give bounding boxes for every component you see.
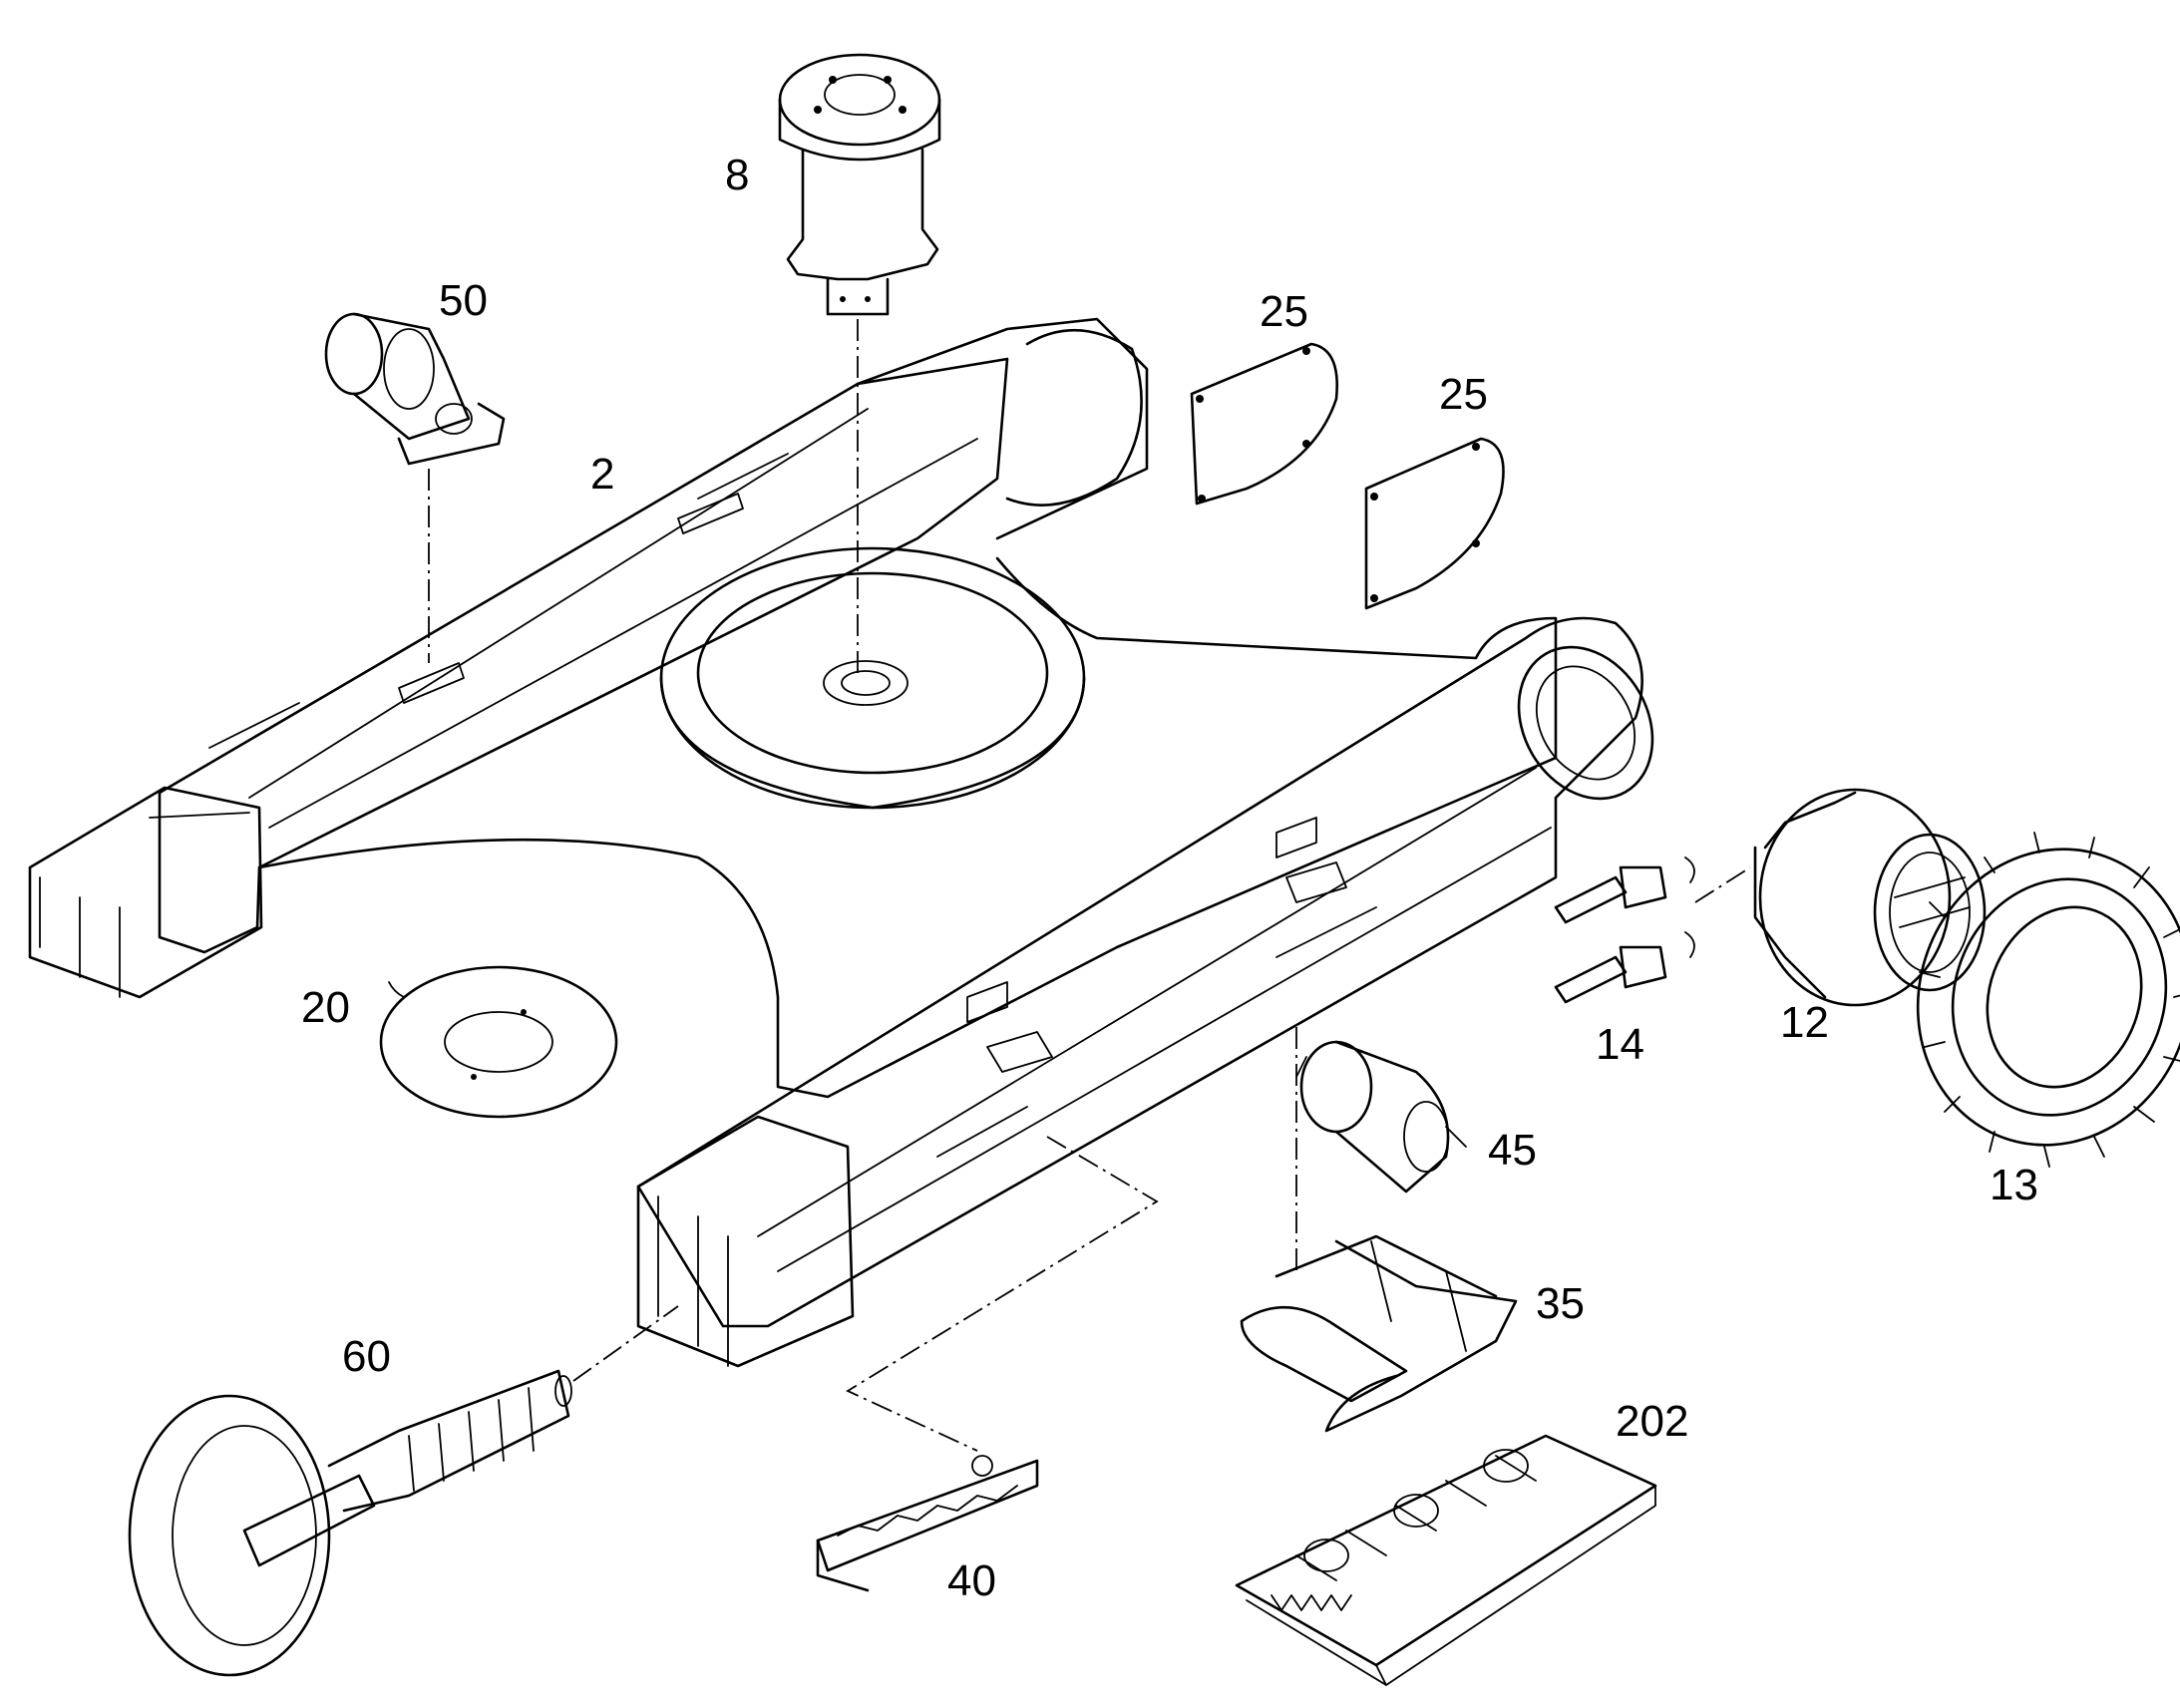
track-guard [1240, 1234, 1518, 1433]
carrier-roller [324, 312, 506, 466]
skid-plate [379, 965, 618, 1119]
track-chain [1235, 1434, 1657, 1686]
leader-line-60 [572, 1305, 679, 1382]
callout-20: 20 [301, 983, 350, 1032]
sprocket [1916, 832, 2180, 1168]
callout-40: 40 [947, 1556, 996, 1605]
callout-13: 13 [1990, 1161, 2038, 1209]
callout-45: 45 [1488, 1126, 1537, 1175]
callout-8: 8 [725, 151, 749, 199]
leader-line-12 [1694, 866, 1751, 903]
undercarriage-frame [28, 317, 1654, 1368]
callout-50: 50 [439, 276, 488, 325]
track-roller [1295, 1040, 1467, 1194]
callout-35: 35 [1536, 1279, 1585, 1328]
track-adjuster-pins [1554, 856, 1695, 1004]
callout-12: 12 [1780, 998, 1829, 1047]
cover-plate-upper [1190, 342, 1338, 506]
callout-60: 60 [342, 1332, 391, 1381]
callout-25-upper: 25 [1260, 287, 1308, 336]
swivel-joint [778, 53, 941, 316]
leader-line-40 [846, 1136, 1159, 1452]
callout-2: 2 [590, 450, 614, 499]
callout-25-lower: 25 [1439, 370, 1488, 419]
idler-recoil-assembly [128, 1369, 572, 1677]
final-drive [1753, 788, 1987, 1007]
callout-202: 202 [1616, 1397, 1688, 1446]
guide-rack [816, 1455, 1039, 1592]
cover-plate-lower [1364, 437, 1505, 610]
callout-14: 14 [1596, 1020, 1644, 1069]
